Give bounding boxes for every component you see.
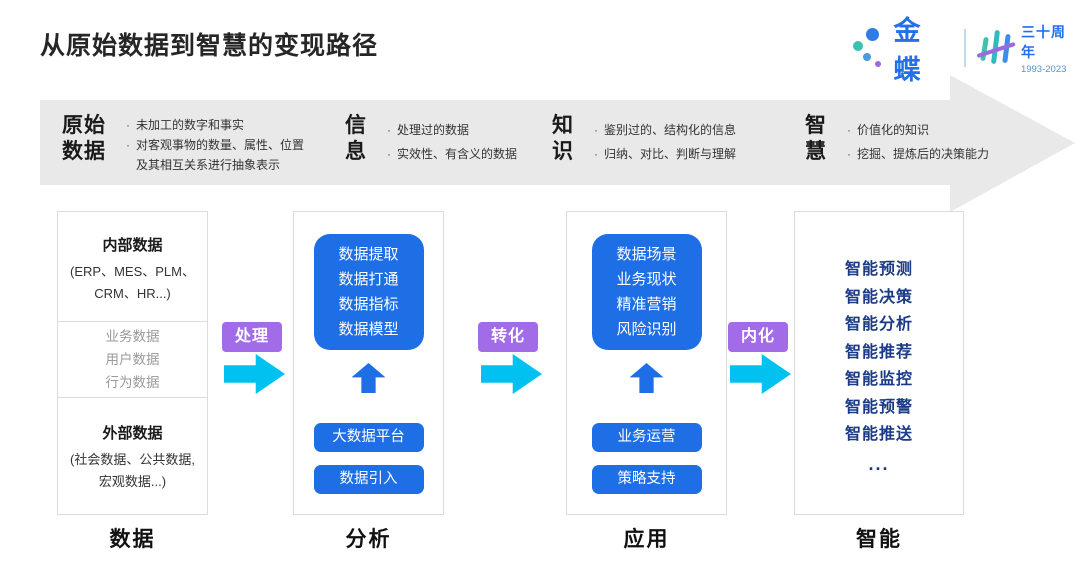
bottom-label-analysis: 分析 xyxy=(345,528,392,551)
stage-bullet: · 鉴别过的、结构化的信息 xyxy=(588,118,736,142)
bullet-dot-icon: · xyxy=(387,123,391,137)
connector-transform-label: 转化 xyxy=(478,322,538,352)
intelligence-item: 智能预警 xyxy=(844,398,913,416)
bottom-label-application: 应用 xyxy=(623,528,670,551)
bullet-dot-icon: · xyxy=(126,138,130,152)
right-arrow-icon xyxy=(730,354,791,394)
internal-data-title: 内部数据 xyxy=(102,237,163,254)
big-data-platform-button: 大数据平台 xyxy=(313,423,424,452)
page-title: 从原始数据到智慧的变现路径 xyxy=(40,32,379,60)
data-item: 用户数据 xyxy=(105,352,160,367)
thirty-mark-icon xyxy=(975,25,1016,71)
stage-arrow-banner: 原始 数据 · 未加工的数字和事实 · 对客观事物的数量、属性、位置及其相互关系… xyxy=(40,75,1075,212)
stage-knowledge: 知 识 · 鉴别过的、结构化的信息 · 归纳、对比、判断与理解 xyxy=(552,113,736,166)
up-arrow-icon xyxy=(351,363,386,393)
kingdee-dots-icon xyxy=(852,25,885,71)
bullet-dot-icon: · xyxy=(847,123,851,137)
bullet-dot-icon: · xyxy=(847,147,851,161)
application-capability-box: 数据场景 业务现状 精准营销 风险识别 xyxy=(591,234,702,350)
intelligence-more-ellipsis: ... xyxy=(868,453,890,474)
connector-process-label: 处理 xyxy=(222,322,282,352)
bottom-label-data: 数据 xyxy=(109,528,156,551)
business-operation-button: 业务运营 xyxy=(591,423,702,452)
stage-information-label: 信 息 xyxy=(345,114,367,163)
external-data-title: 外部数据 xyxy=(102,425,163,442)
intelligence-item: 智能预测 xyxy=(844,261,913,278)
stage-raw-data: 原始 数据 · 未加工的数字和事实 · 对客观事物的数量、属性、位置及其相互关系… xyxy=(62,113,316,175)
anniversary-years: 1993-2023 xyxy=(1020,63,1067,75)
up-arrow-icon xyxy=(629,363,664,393)
intelligence-item: 智能推荐 xyxy=(844,343,913,361)
kingdee-logo: 金蝶 三十周年 1993-2023 xyxy=(852,16,1080,85)
brand-name: 金蝶 xyxy=(893,16,923,85)
right-arrow-icon xyxy=(481,354,542,394)
intelligence-item: 智能推送 xyxy=(844,426,913,443)
stage-bullet: · 对客观事物的数量、属性、位置及其相互关系进行抽象表示 xyxy=(120,135,316,175)
analysis-capability-box: 数据提取 数据打通 数据指标 数据模型 xyxy=(313,234,424,350)
stage-bullet: · 归纳、对比、判断与理解 xyxy=(588,142,736,166)
stage-bullet: · 价值化的知识 xyxy=(841,118,989,142)
application-column-box: 数据场景 业务现状 精准营销 风险识别 业务运营 策略支持 xyxy=(566,211,727,515)
bullet-dot-icon: · xyxy=(387,147,391,161)
stage-wisdom: 智 慧 · 价值化的知识 · 挖掘、提炼后的决策能力 xyxy=(805,113,989,166)
connector-internalize-label: 内化 xyxy=(728,322,788,352)
right-arrow-icon xyxy=(224,354,285,394)
intelligence-item: 智能分析 xyxy=(844,316,913,333)
intelligence-item: 智能决策 xyxy=(844,288,913,306)
intelligence-column-box: 智能预测 智能决策 智能分析 智能推荐 智能监控 智能预警 智能推送 ... xyxy=(794,211,964,515)
intelligence-item: 智能监控 xyxy=(844,371,913,388)
stage-bullet: · 挖掘、提炼后的决策能力 xyxy=(841,142,989,166)
external-data-section: 外部数据 (社会数据、公共数据, 宏观数据...) xyxy=(58,398,207,514)
data-ingest-button: 数据引入 xyxy=(313,465,424,494)
logo-divider xyxy=(963,29,966,67)
data-item: 业务数据 xyxy=(105,329,160,344)
stage-bullet: · 未加工的数字和事实 xyxy=(120,115,316,135)
stage-raw-data-label: 原始 数据 xyxy=(62,114,106,163)
analysis-column-box: 数据提取 数据打通 数据指标 数据模型 大数据平台 数据引入 xyxy=(293,211,444,515)
data-column-box: 内部数据 (ERP、MES、PLM、 CRM、HR...) 业务数据 用户数据 … xyxy=(57,211,208,515)
bullet-dot-icon: · xyxy=(594,123,598,137)
stage-knowledge-label: 知 识 xyxy=(552,114,574,163)
stage-bullet: · 处理过的数据 xyxy=(381,118,517,142)
bullet-dot-icon: · xyxy=(126,118,130,132)
stage-wisdom-label: 智 慧 xyxy=(805,114,827,163)
bullet-dot-icon: · xyxy=(594,147,598,161)
data-item: 行为数据 xyxy=(105,375,160,390)
middle-data-section: 业务数据 用户数据 行为数据 xyxy=(58,322,207,398)
strategy-support-button: 策略支持 xyxy=(591,465,702,494)
stage-information: 信 息 · 处理过的数据 · 实效性、有含义的数据 xyxy=(345,113,517,166)
bottom-label-intelligence: 智能 xyxy=(856,528,902,551)
internal-data-section: 内部数据 (ERP、MES、PLM、 CRM、HR...) xyxy=(58,212,207,322)
anniversary-label: 三十周年 xyxy=(1020,23,1066,60)
stage-bullet: · 实效性、有含义的数据 xyxy=(381,142,517,166)
